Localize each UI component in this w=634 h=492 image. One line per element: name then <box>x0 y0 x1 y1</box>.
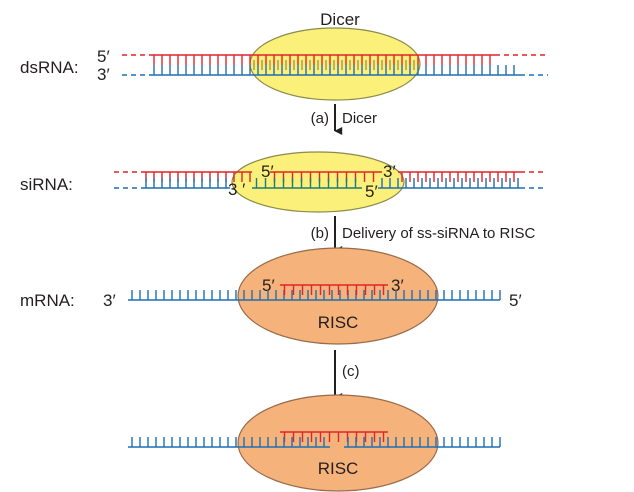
dsrna-antisense-strand <box>122 65 548 76</box>
guide-five-prime: 5′ <box>262 276 275 295</box>
sirna-right-bottom <box>378 178 546 189</box>
cleaved-strands <box>128 431 501 448</box>
step-b-marker: (b) <box>311 225 329 242</box>
risc-label: RISC <box>318 313 359 332</box>
mrna-strand <box>128 290 501 301</box>
cleaved-fragment-left <box>128 437 330 448</box>
sirna-right-top <box>398 171 546 182</box>
sirna-row: siRNA: 5′ 3′ 3 ′ 5′ <box>20 151 546 213</box>
mrna-label: mRNA: <box>20 291 75 310</box>
dicer-enzyme-bound <box>231 151 405 213</box>
sirna-five-prime: 5′ <box>261 162 274 181</box>
sirna-five-prime-bottom: 5′ <box>365 182 378 201</box>
step-a-marker: (a) <box>311 110 329 127</box>
cleaved-fragment-right <box>344 437 501 448</box>
step-c: (c) <box>334 350 360 401</box>
dsrna-five-prime: 5′ <box>97 47 110 66</box>
step-a: (a) Dicer <box>311 104 377 135</box>
sirna-strands <box>114 171 546 189</box>
cleaved-row: RISC <box>128 394 501 492</box>
dicer-title: Dicer <box>320 10 360 29</box>
guide-three-prime: 3′ <box>391 276 404 295</box>
sirna-label: siRNA: <box>20 175 73 194</box>
mrna-strands <box>128 284 501 301</box>
step-c-marker: (c) <box>342 363 360 380</box>
mrna-five-prime: 5′ <box>509 291 522 310</box>
dsrna-strands <box>122 54 548 76</box>
sirna-guide-bottom <box>252 178 362 189</box>
mrna-row: mRNA: 3′ 5′ 5′ 3′ RISC <box>20 247 522 345</box>
dsrna-label: dsRNA: <box>20 58 79 77</box>
mrna-three-prime: 3′ <box>103 291 116 310</box>
step-a-text: Dicer <box>342 110 377 127</box>
sirna-left-top <box>114 171 252 182</box>
risc-complex <box>237 247 439 345</box>
sirna-three-prime-bottom: 3 ′ <box>228 180 245 199</box>
dsrna-sense-strand <box>122 54 548 65</box>
dsrna-three-prime: 3′ <box>97 65 110 84</box>
guide-strand <box>280 284 388 295</box>
dsrna-overlap <box>253 60 415 70</box>
risc-complex-cleaving <box>237 394 439 492</box>
step-b: (b) Delivery of ss-siRNA to RISC <box>311 216 536 254</box>
step-b-text: Delivery of ss-siRNA to RISC <box>342 225 536 242</box>
sirna-left-bottom <box>114 178 230 189</box>
sirna-guide-top <box>270 171 382 182</box>
risc-label-cleaving: RISC <box>318 459 359 478</box>
dsrna-row: Dicer dsRNA: 5′ 3′ <box>20 10 548 101</box>
sirna-three-prime-top: 3′ <box>383 162 396 181</box>
